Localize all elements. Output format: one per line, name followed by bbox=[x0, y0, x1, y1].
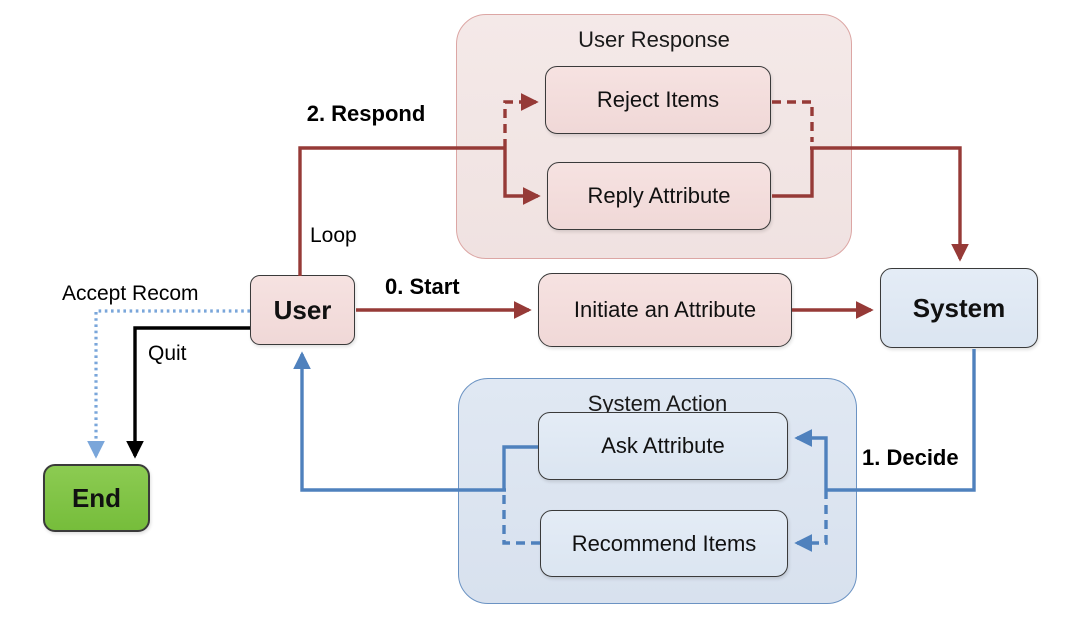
node-reply-attribute-label: Reply Attribute bbox=[587, 183, 731, 208]
node-user: User bbox=[250, 275, 355, 345]
node-ask-attribute: Ask Attribute bbox=[538, 412, 788, 480]
edge-label-quit: Quit bbox=[148, 342, 187, 365]
edge-label-loop: Loop bbox=[310, 224, 357, 247]
node-ask-attribute-label: Ask Attribute bbox=[601, 433, 725, 458]
node-recommend-items-label: Recommend Items bbox=[571, 530, 757, 556]
group-user-response-title: User Response bbox=[578, 27, 730, 52]
node-initiate-attribute-label: Initiate an Attribute bbox=[573, 297, 757, 322]
edge-label-accept-recom: Accept Recom bbox=[62, 282, 199, 305]
edge-accept-recom bbox=[87, 309, 250, 459]
edge-label-respond: 2. Respond bbox=[306, 101, 426, 126]
node-end: End bbox=[43, 464, 150, 532]
node-recommend-items: Recommend Items bbox=[540, 510, 788, 577]
node-system: System bbox=[880, 268, 1038, 348]
node-reject-items-label: Reject Items bbox=[596, 87, 720, 112]
node-user-label: User bbox=[273, 294, 332, 325]
node-reply-attribute: Reply Attribute bbox=[547, 162, 771, 230]
edge-label-decide: 1. Decide bbox=[862, 445, 959, 470]
group-system-action-title: System Action bbox=[587, 391, 728, 416]
edge-label-start: 0. Start bbox=[385, 274, 460, 299]
node-initiate-attribute: Initiate an Attribute bbox=[538, 273, 792, 347]
node-end-label: End bbox=[71, 482, 122, 513]
node-system-label: System bbox=[912, 292, 1006, 323]
node-reject-items: Reject Items bbox=[545, 66, 771, 134]
